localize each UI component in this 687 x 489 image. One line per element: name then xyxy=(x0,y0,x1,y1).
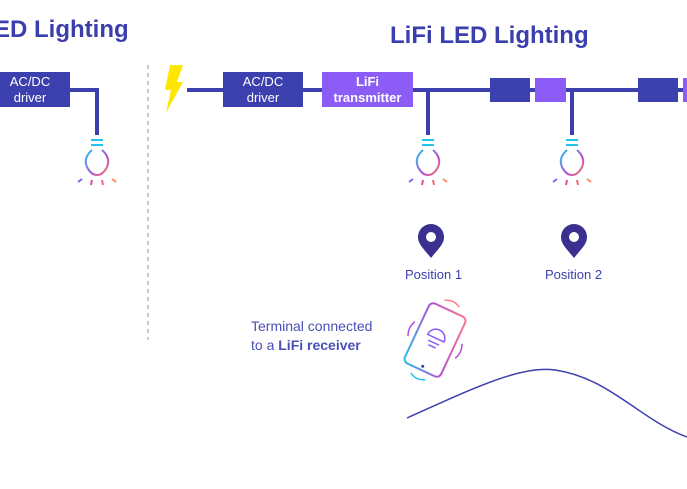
transmitter-block xyxy=(683,78,687,102)
map-pin-icon xyxy=(418,224,444,258)
driver-label: driver xyxy=(246,89,280,105)
map-pin-icon xyxy=(561,224,587,258)
left-acdc-driver: AC/DC driver xyxy=(0,72,70,107)
light-bulb-icon xyxy=(408,139,448,186)
signal-curve xyxy=(406,368,687,438)
driver-label: driver xyxy=(13,89,47,105)
caption-line: Terminal connected xyxy=(251,318,373,334)
transmitter-label: transmitter xyxy=(333,89,402,105)
driver-label: AC/DC xyxy=(242,73,284,89)
lightning-bolt-icon xyxy=(165,65,183,113)
left-title: ED Lighting xyxy=(0,16,129,43)
acdc-driver: AC/DC driver xyxy=(223,72,303,107)
smartphone-icon xyxy=(403,299,467,381)
position-1-label: Position 1 xyxy=(405,267,463,282)
transmitter-label: LiFi xyxy=(355,73,380,89)
lifi-transmitter: LiFi transmitter xyxy=(322,72,413,107)
terminal-caption: Terminal connected to a LiFi receiver xyxy=(251,317,372,355)
left-wires xyxy=(70,88,99,135)
caption-line: to a LiFi receiver xyxy=(251,336,372,355)
light-bulb-icon xyxy=(77,139,117,186)
right-title: LiFi LED Lighting xyxy=(390,22,589,49)
caption-bold: LiFi receiver xyxy=(278,337,361,353)
driver-label: AC/DC xyxy=(9,73,51,89)
light-bulb-icon xyxy=(552,139,592,186)
position-2-label: Position 2 xyxy=(545,267,603,282)
caption-text: to a xyxy=(251,337,279,353)
transmitter-block xyxy=(535,78,566,102)
driver-block xyxy=(490,78,530,102)
driver-block xyxy=(638,78,678,102)
